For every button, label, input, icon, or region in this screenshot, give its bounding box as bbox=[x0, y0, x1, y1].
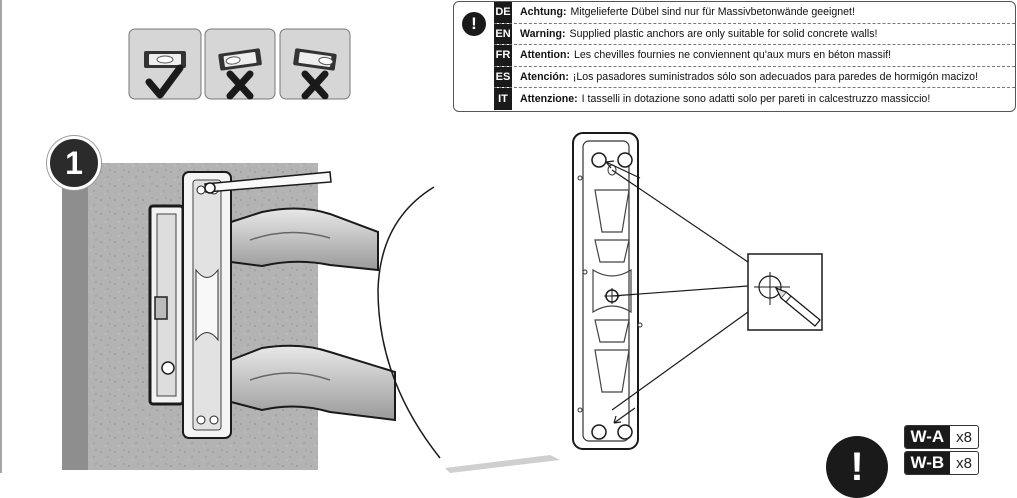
warning-text: I tasselli in dotazione sono adatti solo… bbox=[581, 93, 931, 106]
hardware-kit-wa: W-A x8 bbox=[903, 425, 979, 449]
hardware-quantity: x8 bbox=[956, 454, 972, 472]
pencil-marking-detail bbox=[747, 253, 823, 331]
language-code: DE bbox=[494, 2, 512, 23]
warning-row-fr: FR Attention: Les chevilles fournies ne … bbox=[494, 45, 1015, 67]
warning-icon-area: ! bbox=[454, 2, 494, 111]
tv-back-outline bbox=[377, 186, 441, 459]
warning-label: Attention: bbox=[520, 49, 571, 62]
pencil-icon bbox=[774, 286, 821, 327]
warning-label: Atención: bbox=[520, 71, 569, 84]
warning-text: Supplied plastic anchors are only suitab… bbox=[569, 27, 878, 40]
attention-icon: ! bbox=[826, 436, 888, 498]
warning-label: Attenzione: bbox=[520, 93, 578, 106]
floor-shadow bbox=[445, 455, 560, 473]
warning-row-es: ES Atención: ¡Los pasadores suministrado… bbox=[494, 66, 1015, 89]
language-code: EN bbox=[494, 23, 512, 45]
cross-icon bbox=[301, 70, 329, 100]
spirit-level bbox=[148, 204, 185, 406]
marking-leader-lines bbox=[611, 169, 749, 411]
warning-row-it: IT Attenzione: I tasselli in dotazione s… bbox=[494, 88, 1015, 110]
wall-plate-template bbox=[572, 132, 643, 450]
warning-label: Warning: bbox=[520, 27, 566, 40]
warning-label: Achtung: bbox=[520, 6, 567, 19]
warning-text: Mitgelieferte Dübel sind nur für Massivb… bbox=[570, 6, 855, 19]
warning-panel: ! DE Achtung: Mitgelieferte Dübel sind n… bbox=[453, 1, 1016, 112]
level-check-wrong-1 bbox=[204, 28, 276, 100]
hardware-code: W-A bbox=[904, 426, 951, 448]
cross-icon bbox=[226, 70, 254, 100]
language-code: ES bbox=[494, 66, 512, 88]
hardware-quantity: x8 bbox=[956, 428, 972, 446]
level-check-wrong-2 bbox=[279, 28, 351, 100]
drill-bit bbox=[204, 171, 332, 194]
wall-plate bbox=[182, 171, 232, 439]
warning-list: DE Achtung: Mitgelieferte Dübel sind nur… bbox=[494, 2, 1015, 111]
exclamation-icon: ! bbox=[462, 12, 486, 36]
step-number-badge: 1 bbox=[47, 136, 101, 190]
hardware-kit-wb: W-B x8 bbox=[903, 451, 979, 475]
swing-arm bbox=[230, 207, 396, 422]
hardware-code: W-B bbox=[904, 452, 951, 474]
level-check-correct bbox=[128, 28, 202, 100]
language-code: FR bbox=[494, 45, 512, 66]
warning-row-de: DE Achtung: Mitgelieferte Dübel sind nur… bbox=[494, 2, 1015, 24]
assembly-diagram bbox=[0, 0, 823, 473]
arrow-top-hole bbox=[605, 160, 641, 179]
warning-text: Les chevilles fournies ne conviennent qu… bbox=[574, 49, 892, 62]
language-code: IT bbox=[494, 88, 512, 110]
arrow-bottom-hole bbox=[613, 407, 636, 424]
warning-text: ¡Los pasadores suministrados sólo son ad… bbox=[572, 71, 979, 84]
check-icon bbox=[145, 64, 184, 99]
warning-row-en: EN Warning: Supplied plastic anchors are… bbox=[494, 23, 1015, 46]
